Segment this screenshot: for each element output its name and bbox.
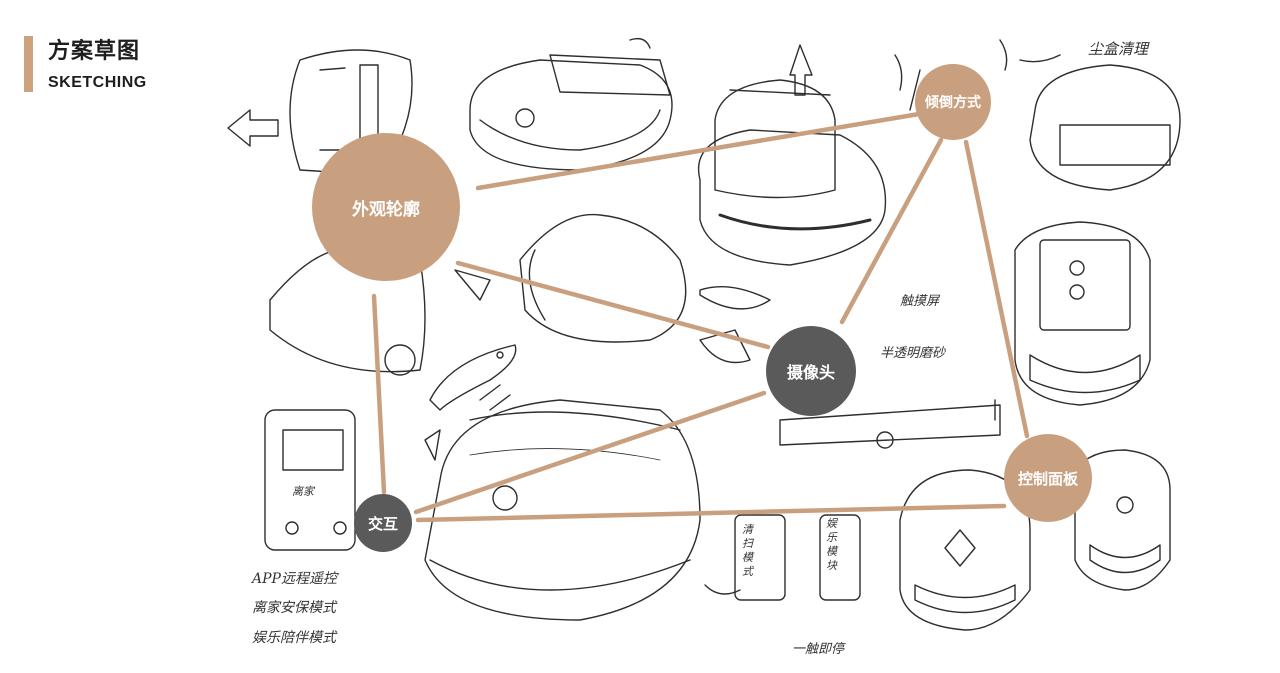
node-appearance-label: 外观轮廓 [352,199,420,220]
node-camera: 摄像头 [766,326,856,416]
node-camera-label: 摄像头 [786,363,835,382]
connector-appearance-interaction [371,293,387,495]
connector-tilt-panel [963,139,1030,439]
connector-interaction-panel [415,503,1007,523]
node-interaction-label: 交互 [367,514,398,533]
sketch-flat-robot [779,399,1001,449]
connector-camera-interaction [413,390,767,515]
node-appearance-outline: 外观轮廓 [312,133,460,281]
sketch-remote-control [899,449,1171,631]
sketch-left-cone [269,247,426,376]
sketch-side-view [227,49,413,176]
note-app-remote: APP远程遥控 [252,571,337,587]
note-dust-box-cleaning: 尘盒清理 [1088,40,1149,58]
node-control-panel: 控制面板 [1004,434,1092,522]
note-touch-screen: 触摸屏 [900,294,940,309]
note-semi-transparent: 半透明磨砂 [880,346,946,361]
page-title: 方案草图 [48,39,141,64]
note-entertainment: 娱乐陪伴模式 [252,630,336,646]
connector-appearance-tilt [475,110,928,191]
sketch-camera-cone [454,213,771,364]
note-home-security: 离家安保模式 [252,600,336,616]
connector-tilt-camera [839,137,944,325]
page-subtitle: SKETCHING [48,74,147,91]
sketch-dust-box-robot [698,79,887,266]
sketch-main-robot [424,399,701,621]
note-home-label: 离家 [292,485,314,498]
node-control-panel-label: 控制面板 [1017,469,1078,488]
node-interaction: 交互 [354,494,412,552]
sketch-dust-box [894,39,1181,191]
node-tilt-method: 倾倒方式 [915,64,991,140]
note-touch-stop: 一触即停 [792,642,845,657]
node-tilt-label: 倾倒方式 [925,95,981,111]
connector-appearance-camera [455,260,771,350]
sketch-panel-robot [1014,221,1151,406]
sketch-handle [424,344,517,461]
note-clean-mode: 清扫模式 [742,523,753,578]
sketch-top-robot [469,37,813,171]
sketch-phone-app [264,409,356,551]
note-entertainment-mode: 娱乐模块 [826,517,837,572]
sketch-mode-panels [704,514,861,601]
title-accent-bar [24,36,33,92]
